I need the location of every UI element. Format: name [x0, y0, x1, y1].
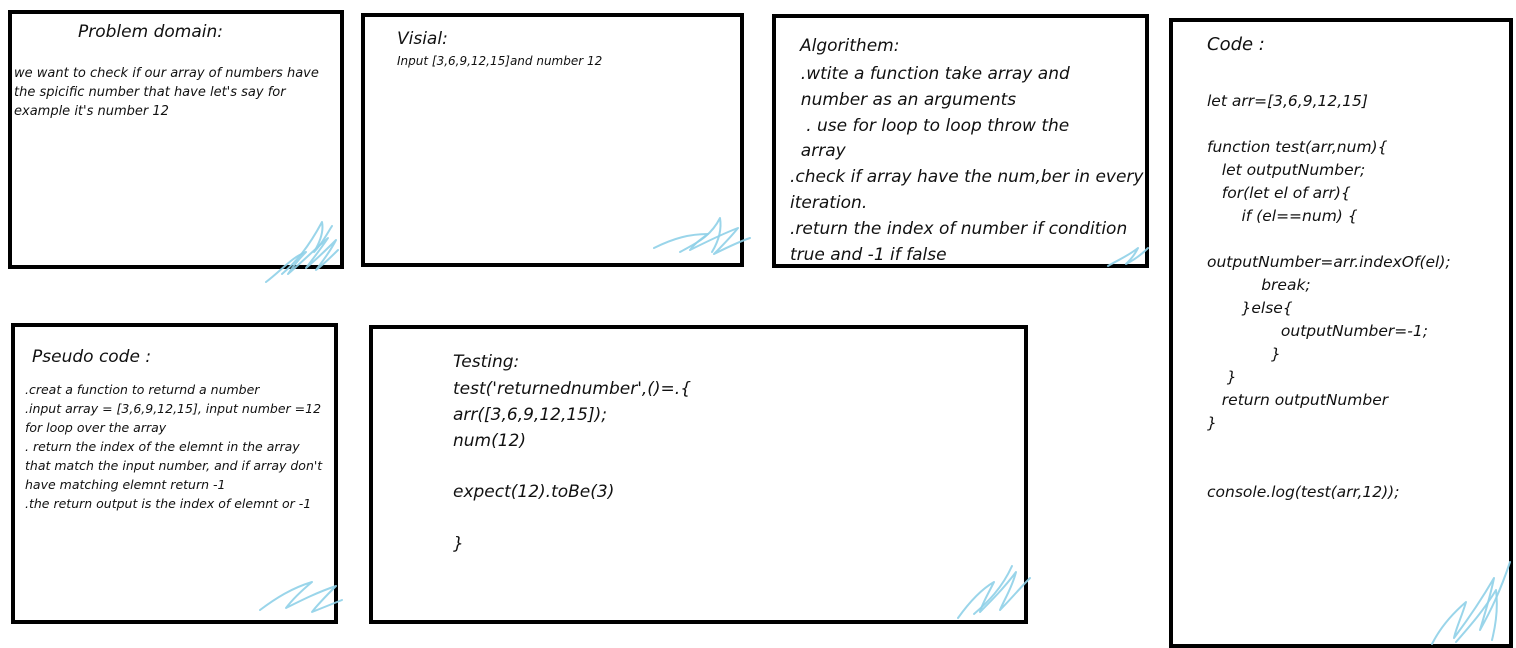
code-box: Code : let arr=[3,6,9,12,15] function te… — [1169, 18, 1513, 648]
scribble-decoration — [1107, 247, 1149, 267]
scribble-decoration — [653, 217, 751, 255]
testing-title: Testing: — [453, 352, 520, 372]
testing-box: Testing: test('returnednumber',()=.{ arr… — [369, 325, 1028, 624]
pseudo-code-text: .creat a function to returnd a number .i… — [25, 382, 323, 511]
scribble-decoration — [957, 565, 1031, 619]
testing-text: test('returnednumber',()=.{ arr([3,6,9,1… — [453, 379, 692, 554]
visual-text: Input [3,6,9,12,15]and number 12 — [397, 54, 603, 68]
algorithm-text: .wtite a function take array and number … — [790, 64, 1144, 265]
scribble-decoration — [1431, 561, 1511, 645]
visual-box: Visial: Input [3,6,9,12,15]and number 12 — [361, 13, 744, 267]
scribble-decoration — [265, 221, 339, 283]
code-text: let arr=[3,6,9,12,15] function test(arr,… — [1207, 92, 1451, 501]
algorithm-title: Algorithem: — [800, 36, 900, 56]
pseudo-code-box: Pseudo code : .creat a function to retur… — [11, 323, 338, 624]
problem-domain-title: Problem domain: — [78, 22, 223, 42]
scribble-decoration — [259, 581, 343, 613]
problem-domain-box: Problem domain: we want to check if our … — [8, 10, 344, 269]
problem-domain-text: we want to check if our array of numbers… — [14, 66, 319, 119]
pseudo-code-title: Pseudo code : — [32, 347, 152, 367]
algorithm-box: Algorithem: .wtite a function take array… — [772, 14, 1149, 268]
visual-title: Visial: — [397, 29, 448, 49]
code-title: Code : — [1207, 34, 1265, 55]
